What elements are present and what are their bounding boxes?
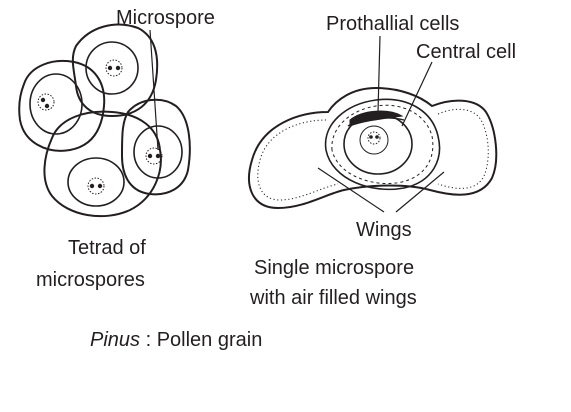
prothallial-leader-line	[377, 35, 381, 113]
tetrad-caption-line2: microspores	[36, 269, 145, 291]
figure-caption-rest: Pollen grain	[157, 329, 263, 351]
figure-caption-separator: :	[140, 329, 157, 351]
wings-leader-line-left	[317, 167, 385, 213]
microspore-leader-line	[149, 29, 159, 151]
figure-caption: Pinus : Pollen grain	[90, 329, 262, 351]
central-cell-leader-line	[401, 61, 433, 127]
figure-caption-genus: Pinus	[90, 329, 140, 351]
air-filled-wings	[248, 86, 498, 210]
exine	[324, 98, 441, 191]
tetrad-of-microspores	[18, 23, 191, 218]
single-microspore-caption-line1: Single microspore	[254, 257, 414, 279]
microspore-label: Microspore	[116, 7, 215, 29]
microspore-cell-bottom	[43, 110, 162, 218]
microspore-cell-right	[120, 98, 191, 196]
wings-leader-line-right	[395, 171, 445, 213]
prothallial-cells-label: Prothallial cells	[326, 13, 459, 35]
wings-label: Wings	[356, 219, 412, 241]
single-microspore-caption-line2: with air filled wings	[249, 287, 417, 309]
winged-pollen-grain	[248, 86, 498, 210]
microspore-cell-left	[18, 60, 106, 152]
microspore-cell-top	[71, 23, 159, 118]
central-cell-label: Central cell	[416, 41, 516, 63]
tetrad-caption-line1: Tetrad of	[68, 237, 146, 259]
